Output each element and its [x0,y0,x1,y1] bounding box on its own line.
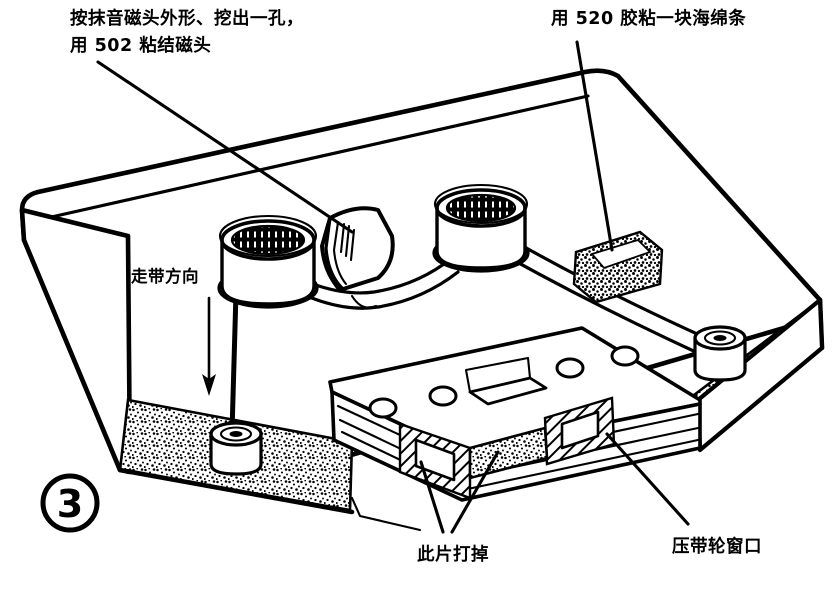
screw-hole-1 [368,397,398,419]
leader-remove-piece-a [419,460,445,534]
left-roller-center [229,431,243,437]
head-block-gap-line [332,220,348,286]
tape-direction-arrow-head [202,374,216,396]
front-window-right [543,396,616,466]
front-panel-tab [468,376,548,406]
right-roller-ring-mid [703,330,737,346]
figure-number-circle [40,473,100,533]
right-guide-roller [693,325,747,382]
right-roller-center [713,335,727,341]
label-head-note-line-1: 按抹音磁头外形、挖出一孔， [70,8,304,29]
leader-lines [96,40,690,534]
left-roller-ring-mid [219,426,253,442]
figure-number-text: 3 [57,482,83,526]
tape-segment-right-diagonal-b [504,254,702,356]
screw-hole-3 [555,357,585,379]
magnetic-head-block [320,206,395,292]
leader-pinch-roller-window [605,432,690,526]
window-left-opening [414,438,456,482]
sponge-strip-top-dashes [574,230,664,254]
right-reel-hub [432,183,530,273]
screw-hole-4 [610,345,640,367]
label-sponge-note: 用 520 胶粘一块海绵条 [551,8,746,29]
sponge-strip [572,230,664,304]
leader-head-note [96,60,354,234]
tape-loop-detail [350,294,378,309]
leader-sponge-note [575,40,614,252]
left-hub-inner-teeth [230,224,306,256]
cassette-shell [19,68,825,515]
front-panel-lip [350,496,422,532]
label-pinch-roller-window: 压带轮窗口 [672,536,762,557]
figure-number: 3 [40,473,100,533]
front-panel-tab-edge [464,356,532,394]
annotation-labels: 按抹音磁头外形、挖出一孔， 用 502 粘结磁头 用 520 胶粘一块海绵条 走… [70,8,762,565]
window-right-opening [560,410,600,450]
tape-direction-arrow [202,296,216,396]
sponge-strip-highlight [590,238,652,270]
left-hub-top-ring [218,214,318,258]
screw-hole-2 [428,385,458,407]
head-block-left-face [324,216,344,290]
label-remove-piece: 此片打掉 [417,544,489,565]
left-guide-roller [209,421,263,476]
right-hub-top-ring [433,183,529,225]
leader-remove-piece-b [450,450,500,534]
shell-left-face [19,207,133,475]
label-head-note: 按抹音磁头外形、挖出一孔， 用 502 粘结磁头 [70,8,311,56]
shell-front-outline [117,467,355,515]
head-block-body [320,206,395,292]
label-head-note-line-2: 用 502 粘结磁头 [70,35,211,56]
label-tape-direction: 走带方向 [131,266,199,286]
right-hub-inner-teeth [445,193,517,223]
left-reel-hub [217,214,319,309]
